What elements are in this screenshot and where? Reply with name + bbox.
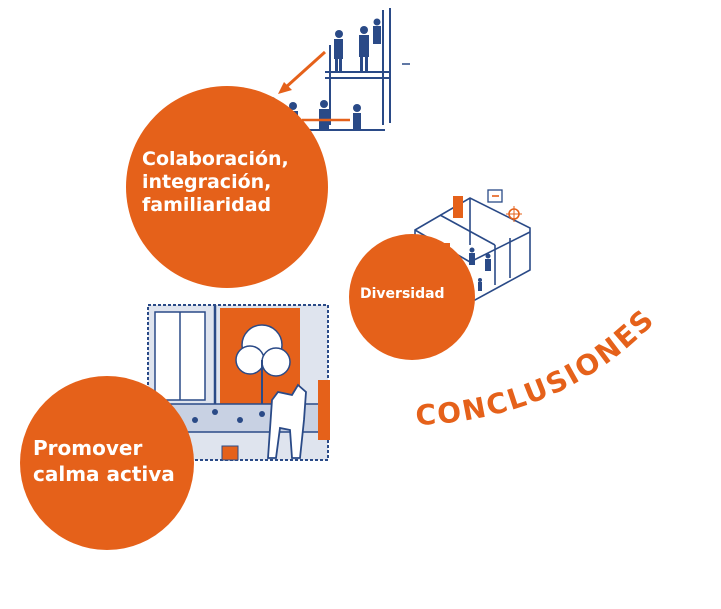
bubble-line: familiaridad — [142, 194, 272, 217]
bubble-label-colaboracion: Colaboración, integración, familiaridad — [142, 148, 289, 218]
bubble-line: Diversidad — [360, 286, 445, 302]
bubble-colaboracion — [126, 86, 328, 288]
bubble-label-calma: Promover calma activa — [33, 435, 175, 487]
bubble-label-diversidad: Diversidad — [360, 286, 445, 303]
bubble-line: Promover — [33, 436, 143, 460]
bubble-line: calma activa — [33, 462, 175, 486]
bubble-line: integración, — [142, 171, 272, 194]
bubble-calma — [20, 376, 194, 550]
bubble-line: Colaboración, — [142, 148, 289, 170]
bubble-diversidad — [349, 234, 475, 360]
window-tree-dog-sketch — [147, 304, 330, 461]
